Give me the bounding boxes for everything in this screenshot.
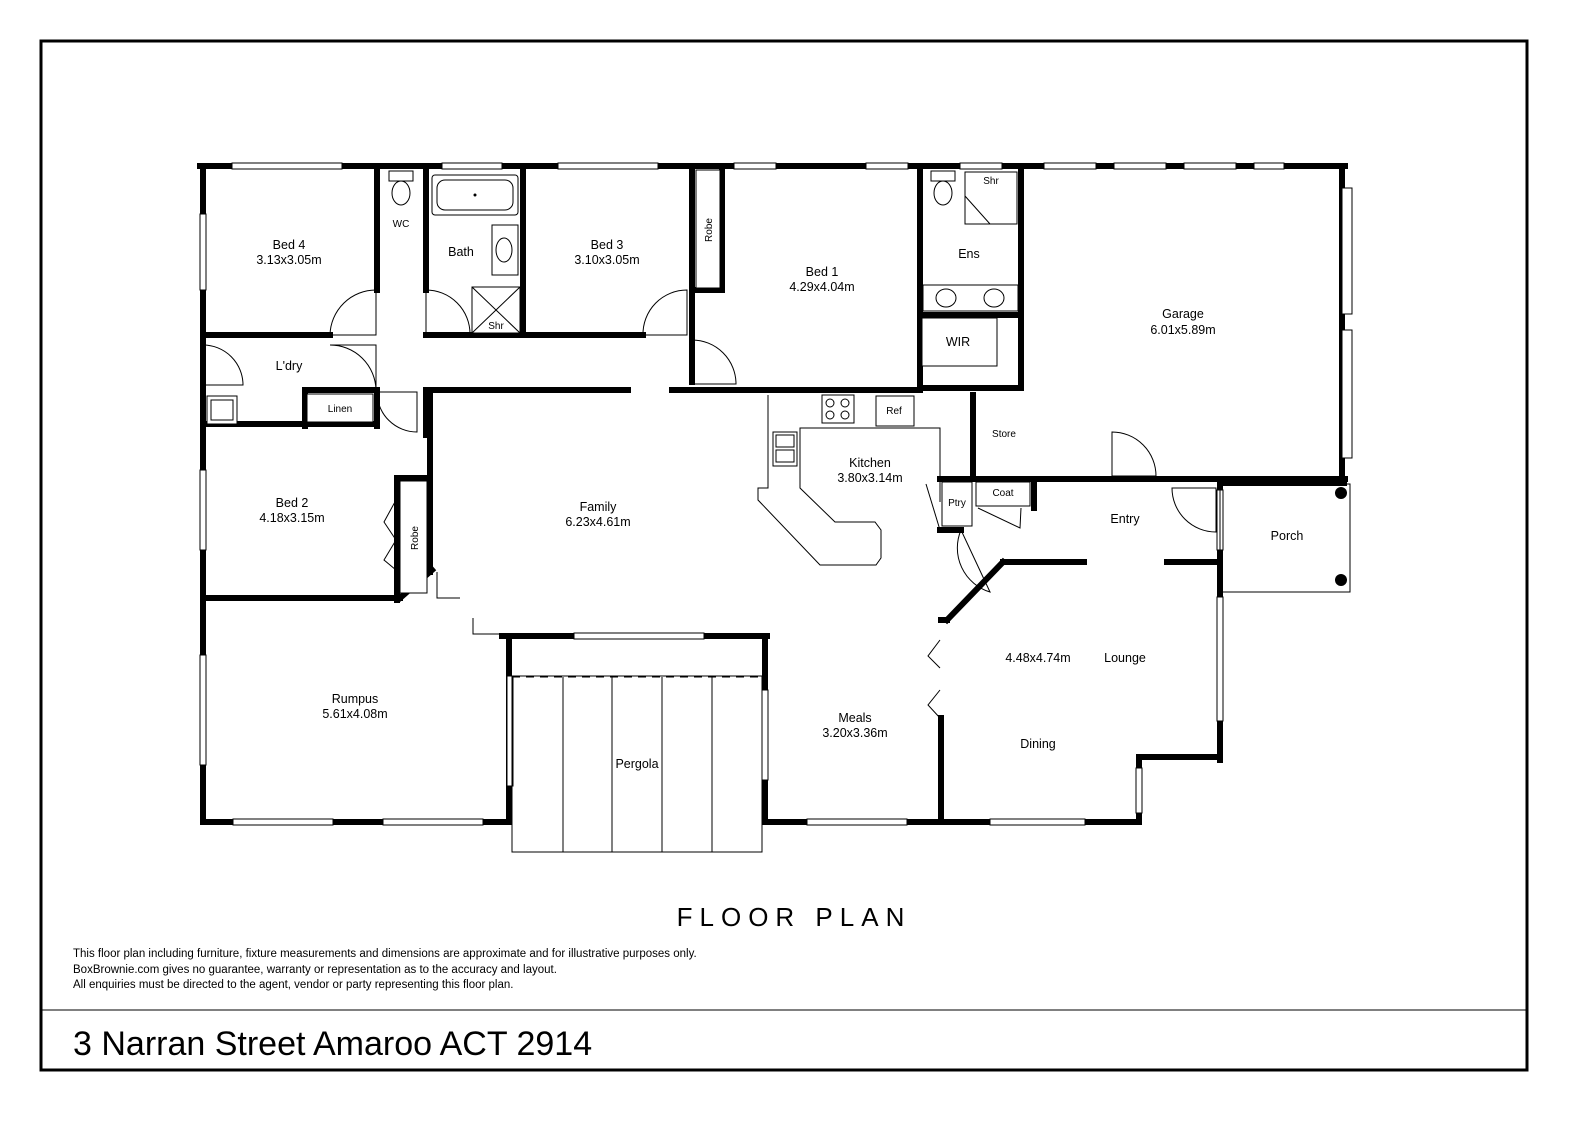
room-label-pantry: Ptry bbox=[948, 498, 966, 509]
room-label-ens-shower: Shr bbox=[983, 176, 999, 187]
room-dims-rumpus: 5.61x4.08m bbox=[322, 707, 387, 721]
walls bbox=[197, 163, 1348, 825]
room-dims-family: 6.23x4.61m bbox=[565, 515, 630, 529]
room-dims-bed3: 3.10x3.05m bbox=[574, 253, 639, 267]
fixtures bbox=[206, 169, 1351, 853]
doors bbox=[202, 289, 1217, 719]
room-label-pergola: Pergola bbox=[615, 757, 658, 771]
disclaimer-line: BoxBrownie.com gives no guarantee, warra… bbox=[73, 963, 557, 976]
room-label-robe-top: Robe bbox=[704, 218, 715, 242]
room-label-meals: Meals bbox=[838, 711, 871, 725]
room-label-coat: Coat bbox=[992, 488, 1013, 499]
room-label-bed4: Bed 4 bbox=[273, 238, 306, 252]
room-label-bath-shower: Shr bbox=[488, 321, 504, 332]
room-label-linen: Linen bbox=[328, 404, 352, 415]
room-label-bed1: Bed 1 bbox=[806, 265, 839, 279]
room-dims-bed1: 4.29x4.04m bbox=[789, 280, 854, 294]
room-label-ref: Ref bbox=[886, 406, 902, 417]
room-label-family: Family bbox=[580, 500, 618, 514]
room-label-store: Store bbox=[992, 429, 1016, 440]
disclaimer: This floor plan including furniture, fix… bbox=[73, 947, 697, 994]
room-dims-kitchen: 3.80x3.14m bbox=[837, 471, 902, 485]
room-label-bed3: Bed 3 bbox=[591, 238, 624, 252]
room-label-wir: WIR bbox=[946, 335, 970, 349]
disclaimer-line: All enquiries must be directed to the ag… bbox=[73, 979, 514, 991]
room-labels: Bed 4 3.13x3.05m WC Bath Shr Bed 3 3.10x… bbox=[256, 176, 1303, 771]
room-label-bath: Bath bbox=[448, 245, 474, 259]
room-label-bed2: Bed 2 bbox=[276, 496, 309, 510]
room-dims-garage: 6.01x5.89m bbox=[1150, 323, 1215, 337]
room-label-dining: Dining bbox=[1020, 737, 1055, 751]
room-label-entry: Entry bbox=[1110, 512, 1140, 526]
room-dims-bed4: 3.13x3.05m bbox=[256, 253, 321, 267]
room-label-laundry: L'dry bbox=[276, 359, 303, 373]
room-label-porch: Porch bbox=[1271, 529, 1304, 543]
windows bbox=[199, 162, 1353, 826]
room-dims-bed2: 4.18x3.15m bbox=[259, 511, 324, 525]
room-label-ens: Ens bbox=[958, 247, 980, 261]
room-dims-lounge: 4.48x4.74m bbox=[1005, 651, 1070, 665]
room-label-wc: WC bbox=[393, 219, 410, 230]
disclaimer-line: This floor plan including furniture, fix… bbox=[73, 948, 697, 960]
room-label-rumpus: Rumpus bbox=[332, 692, 379, 706]
room-label-lounge: Lounge bbox=[1104, 651, 1146, 665]
room-label-robe-bed2: Robe bbox=[410, 526, 421, 550]
room-label-garage: Garage bbox=[1162, 307, 1204, 321]
property-address: 3 Narran Street Amaroo ACT 2914 bbox=[73, 1025, 593, 1063]
floor-plan-heading: FLOOR PLAN bbox=[676, 902, 912, 932]
page-border bbox=[39, 39, 1529, 1072]
room-dims-meals: 3.20x3.36m bbox=[822, 726, 887, 740]
room-label-kitchen: Kitchen bbox=[849, 456, 891, 470]
